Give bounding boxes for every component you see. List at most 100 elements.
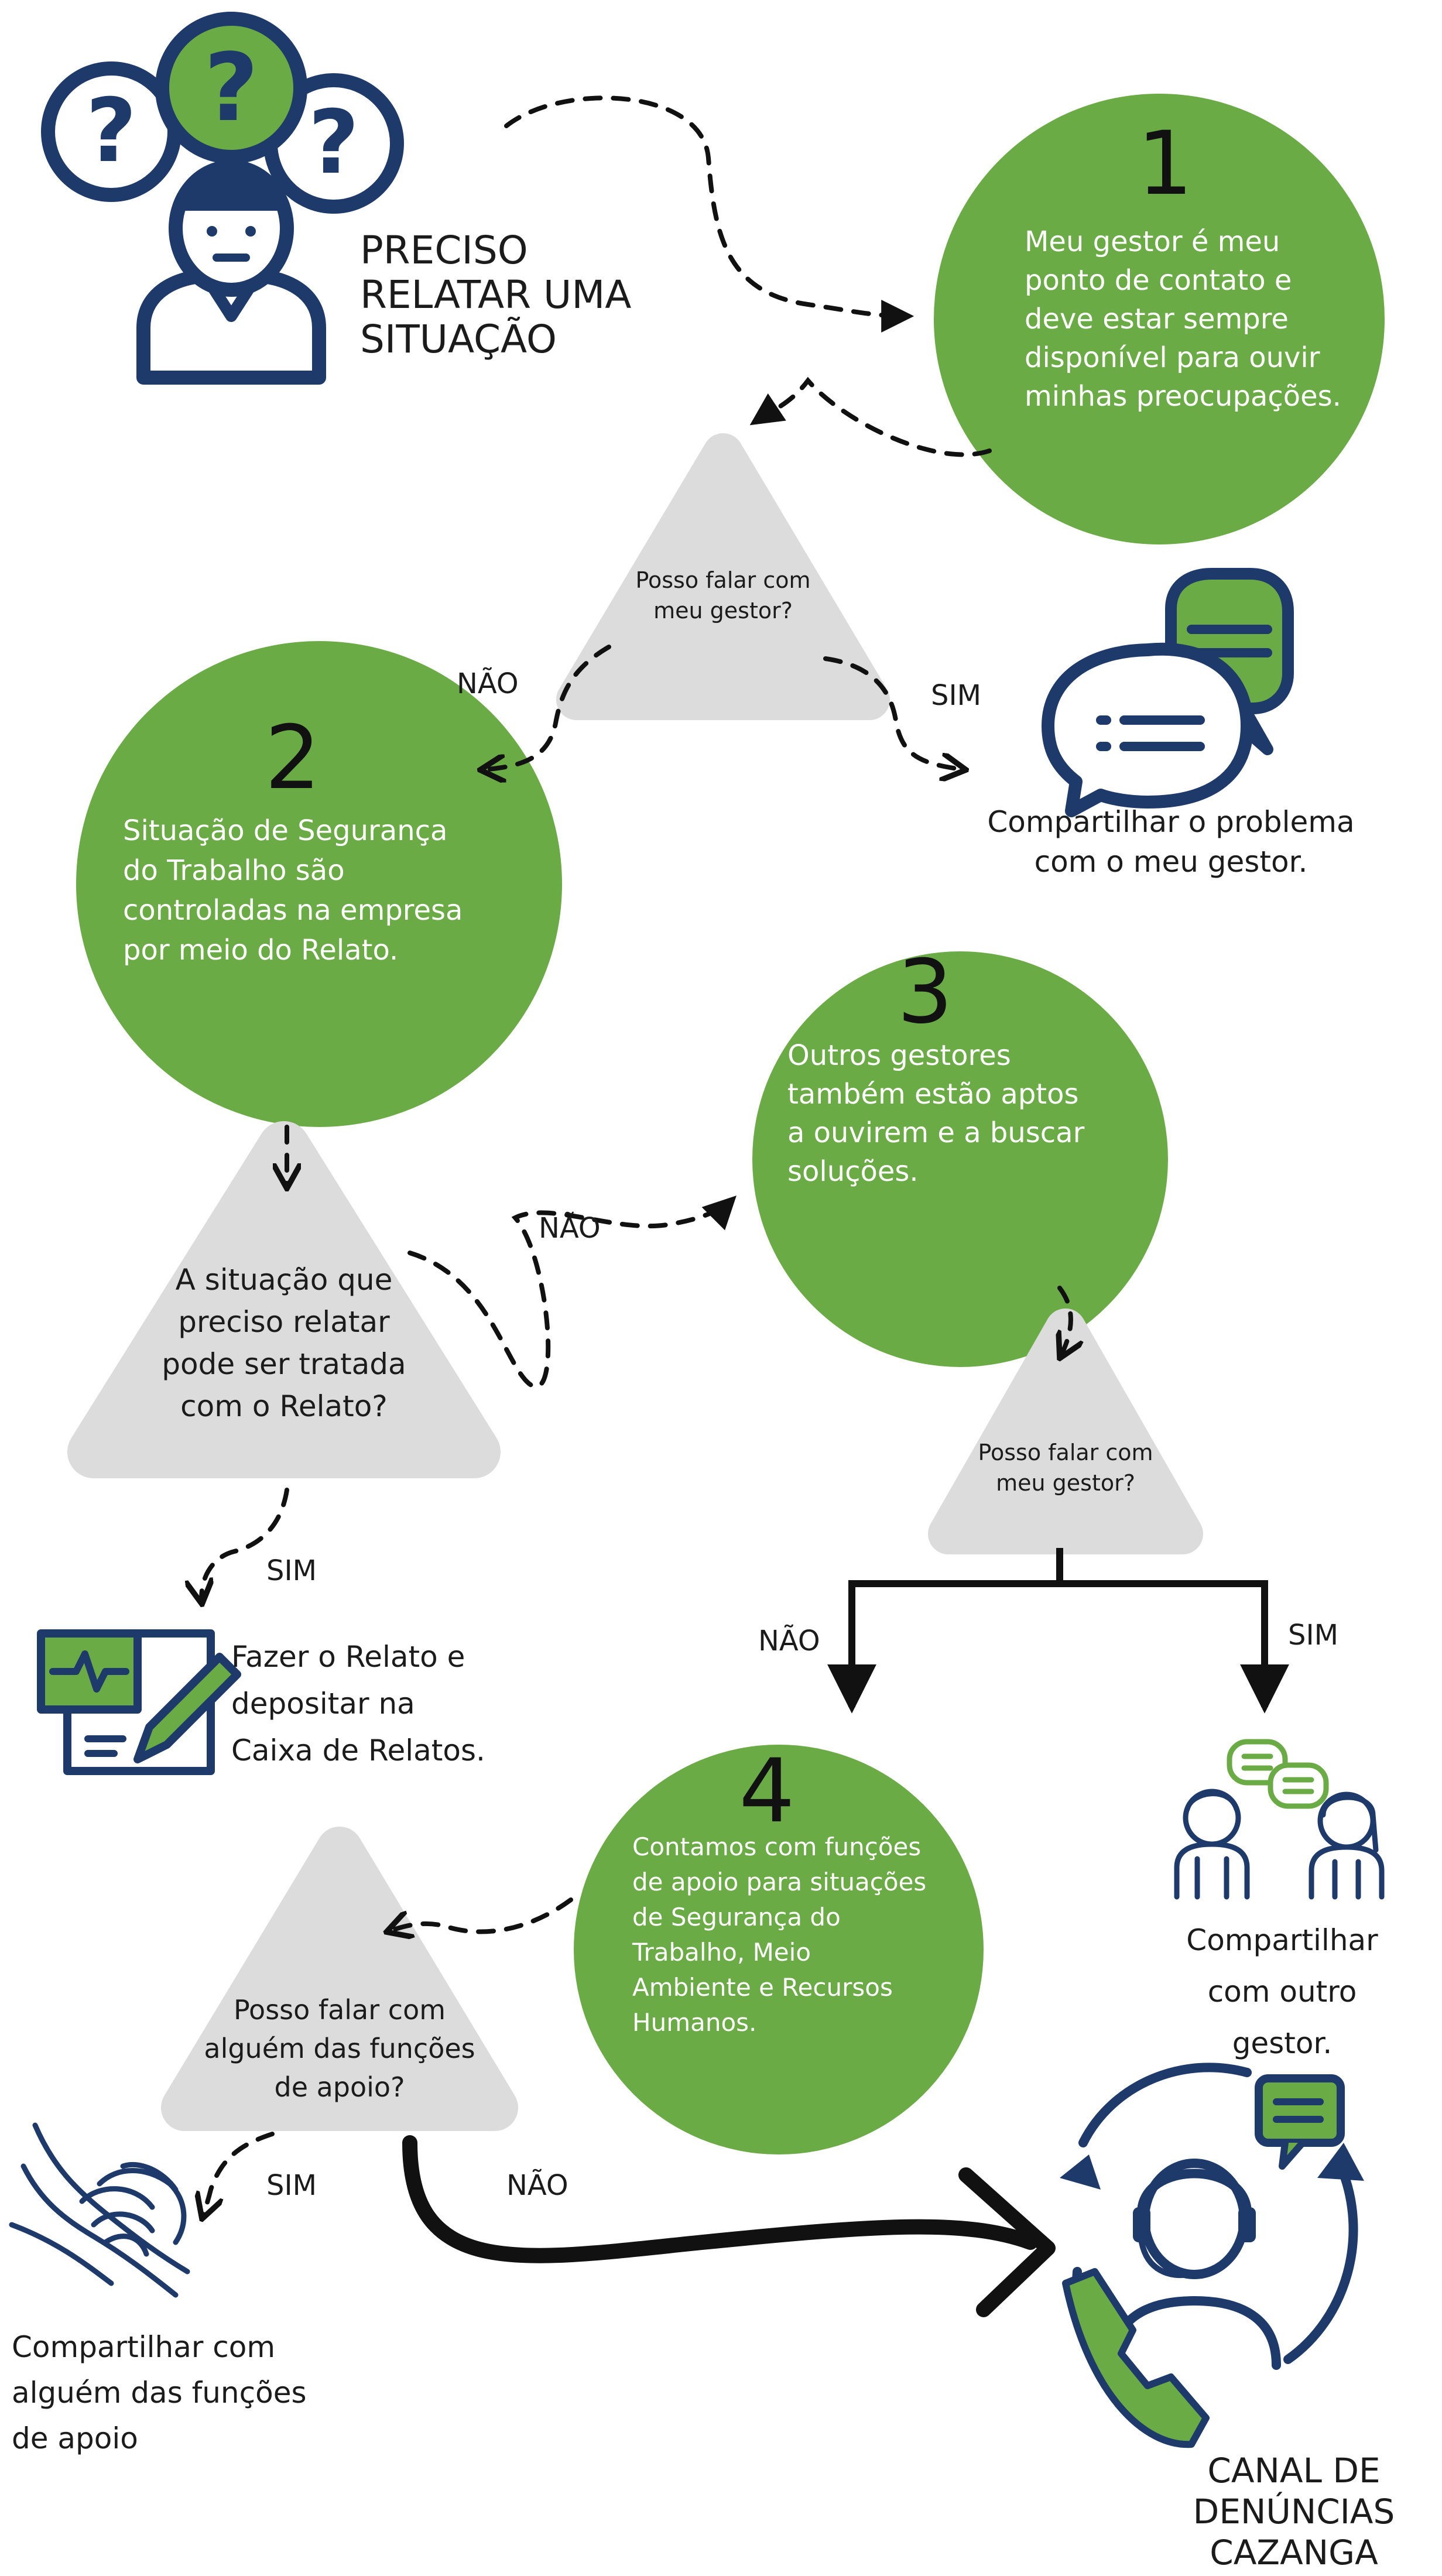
step-1-line: ponto de contato e (1025, 264, 1292, 297)
decision-4-nao-label: NÃO (506, 2169, 568, 2202)
decision-1-triangle (556, 433, 890, 720)
hotline-operator-icon (1060, 2063, 1364, 2448)
step-2-line: do Trabalho são (123, 854, 345, 887)
outcome-relato-line: Caixa de Relatos. (231, 1734, 485, 1767)
decision-1-sim-label: SIM (931, 679, 982, 712)
outcome-channel-line: CANAL DE (1207, 2451, 1381, 2491)
svg-text:?: ? (204, 33, 259, 142)
step-4-circle (574, 1745, 984, 2154)
decision-3-sim-label: SIM (1288, 1619, 1339, 1652)
step-2-line: por meio do Relato. (123, 934, 399, 967)
step-2-number: 2 (265, 707, 321, 809)
two-people-conversation-icon (1174, 1739, 1385, 1900)
decision-2-triangle (67, 1121, 501, 1478)
decision-3-text: Posso falar com meu gestor? (948, 1437, 1183, 1498)
person-with-question-marks-icon: ? ? ? (41, 12, 404, 385)
outcome-other-manager-line: gestor. (1232, 2026, 1333, 2060)
outcome-relato-line: Fazer o Relato e (231, 1640, 465, 1674)
outcome-channel-line: DENÚNCIAS (1193, 2492, 1395, 2532)
svg-text:?: ? (308, 92, 359, 194)
outcome-share-manager-line: Compartilhar o problema (987, 805, 1355, 839)
chat-bubbles-icon (1042, 568, 1294, 817)
decision-3-triangle (928, 1308, 1203, 1554)
outcome-other-manager: Compartilhar com outro gestor. (1159, 1914, 1405, 2069)
outcome-support-line: alguém das funções (12, 2376, 307, 2410)
decision-2-text: A situação que preciso relatar pode ser … (138, 1259, 430, 1427)
decision-3-nao-label: NÃO (758, 1625, 820, 1657)
decision-4-text: Posso falar com alguém das funções de ap… (184, 1991, 495, 2106)
step-4-text: Contamos com funções de apoio para situa… (632, 1830, 926, 2040)
step-3-circle (752, 951, 1168, 1367)
header-line: PRECISO (360, 228, 528, 273)
step-1-line: minhas preocupações. (1025, 380, 1341, 413)
connector-decision4-nao (402, 2135, 1038, 2263)
decision-1-text: Posso falar com meu gestor? (606, 565, 840, 626)
step-4-line: de Segurança do (632, 1903, 841, 1931)
decision-4-line: de apoio? (274, 2071, 405, 2103)
header-line: SITUAÇÃO (360, 317, 557, 362)
decision-4-triangle (161, 1827, 518, 2131)
step-3-line: a ouvirem e a buscar (787, 1116, 1085, 1149)
outcome-support-line: de apoio (12, 2421, 138, 2455)
step-3-number: 3 (897, 941, 953, 1043)
step-3-text: Outros gestores também estão aptos a ouv… (787, 1036, 1084, 1191)
step-4-line: de apoio para situações (632, 1868, 927, 1896)
connector-step1-to-decision1 (749, 376, 992, 457)
outcome-other-manager-line: com outro (1207, 1975, 1357, 2009)
outcome-share-manager-line: com o meu gestor. (1034, 845, 1308, 879)
decision-2-line: preciso relatar (178, 1305, 390, 1339)
step-2-line: Situação de Segurança (123, 814, 448, 847)
connector-decision1-sim (823, 656, 966, 770)
outcome-other-manager-line: Compartilhar (1186, 1923, 1378, 1957)
step-1-circle (934, 94, 1385, 544)
report-form-with-pen-icon (37, 1629, 241, 1775)
step-3-line: também estão aptos (787, 1078, 1079, 1111)
step-2-text: Situação de Segurança do Trabalho são co… (123, 811, 463, 970)
holding-hands-icon (9, 2122, 190, 2298)
decision-2-line: com o Relato? (180, 1389, 388, 1423)
decision-2-sim-label: SIM (266, 1554, 317, 1587)
step-2-circle (76, 641, 562, 1127)
decision-3-line: meu gestor? (996, 1470, 1135, 1496)
outcome-relato: Fazer o Relato e depositar na Caixa de R… (231, 1633, 485, 1774)
step-4-line: Ambiente e Recursos (632, 1973, 893, 2002)
svg-text:?: ? (85, 80, 136, 182)
header-line: RELATAR UMA (360, 272, 632, 317)
outcome-channel: CANAL DE DENÚNCIAS CAZANGA (1171, 2450, 1417, 2573)
decision-1-line: Posso falar com (635, 567, 811, 593)
connector-step3-to-decision3 (1060, 1286, 1071, 1358)
decision-2-nao-label: NÃO (539, 1212, 601, 1245)
step-4-line: Contamos com funções (632, 1832, 922, 1861)
step-4-line: Humanos. (632, 2008, 757, 2037)
connector-decision1-nao (480, 645, 611, 770)
header-title: PRECISO RELATAR UMA SITUAÇÃO (360, 228, 631, 362)
step-2-line: controladas na empresa (123, 894, 463, 927)
step-3-line: Outros gestores (787, 1039, 1011, 1072)
step-1-text: Meu gestor é meu ponto de contato e deve… (1025, 222, 1341, 416)
step-4-line: Trabalho, Meio (632, 1938, 811, 1967)
outcome-relato-line: depositar na (231, 1687, 415, 1721)
connector-decision2-sim (201, 1488, 289, 1604)
decision-4-sim-label: SIM (266, 2169, 317, 2202)
step-1-line: disponível para ouvir (1025, 341, 1320, 374)
decision-2-line: A situação que (175, 1263, 393, 1297)
decision-2-line: pode ser tratada (162, 1347, 406, 1381)
connector-decision2-nao (407, 1195, 737, 1389)
connector-step4-to-decision4 (386, 1897, 573, 1932)
outcome-support-line: Compartilhar com (12, 2330, 276, 2364)
step-1-line: deve estar sempre (1025, 303, 1289, 335)
outcome-channel-line: CAZANGA (1210, 2533, 1378, 2572)
decision-1-nao-label: NÃO (457, 667, 519, 700)
decision-4-line: Posso falar com (233, 1994, 446, 2026)
outcome-share-manager: Compartilhar o problema com o meu gestor… (948, 802, 1393, 882)
step-1-number: 1 (1137, 113, 1193, 215)
step-4-number: 4 (739, 1741, 795, 1842)
step-3-line: soluções. (787, 1155, 919, 1188)
step-1-line: Meu gestor é meu (1025, 225, 1280, 258)
decision-4-line: alguém das funções (204, 2033, 475, 2064)
connector-decision4-nao-arrowhead (958, 2167, 1056, 2317)
decision-3-line: Posso falar com (978, 1440, 1153, 1465)
connector-decision4-sim (202, 2132, 275, 2219)
